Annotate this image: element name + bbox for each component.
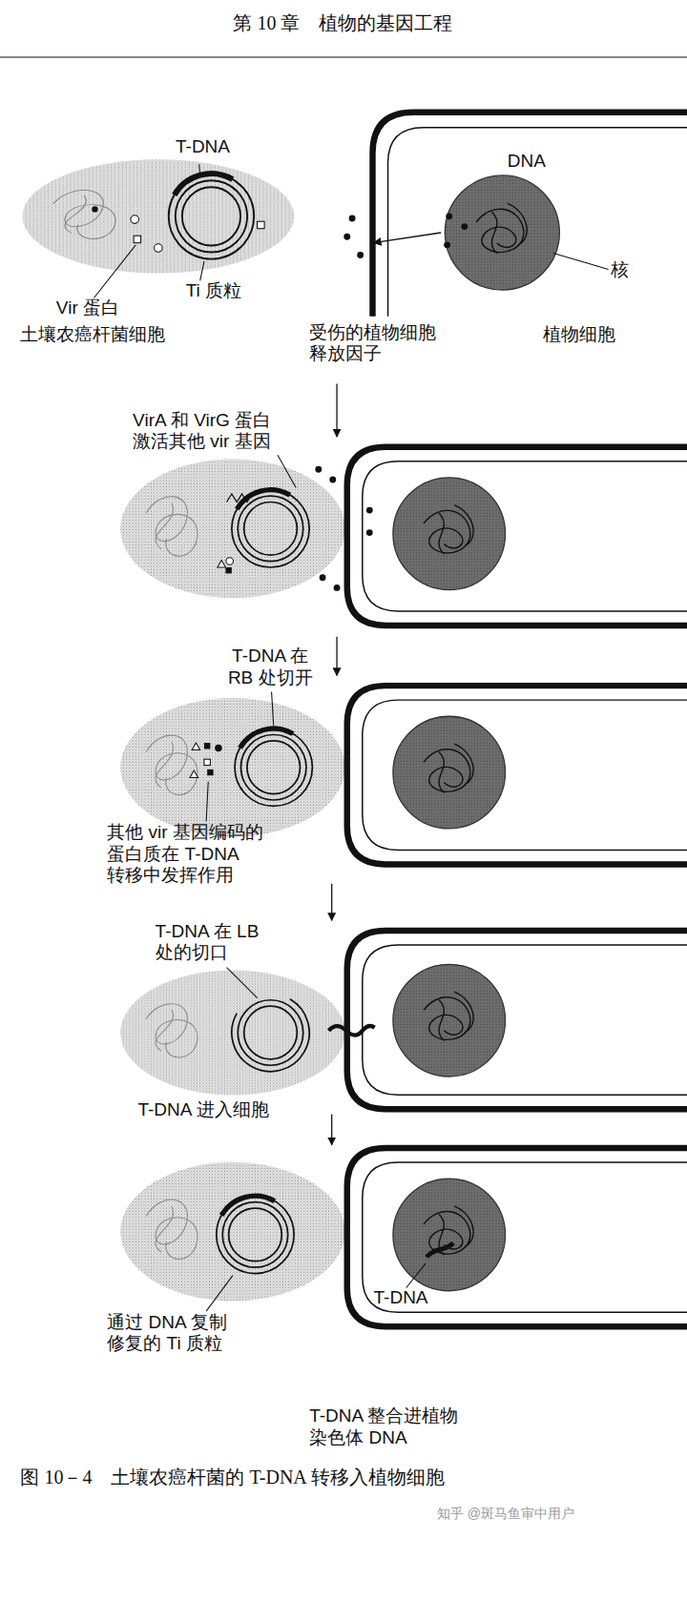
step-note: T-DNA 进入细胞 xyxy=(137,1100,269,1122)
part-label: 植物细胞 xyxy=(542,324,616,346)
part-label: Vir 蛋白 xyxy=(56,297,120,319)
step-note: 受伤的植物细胞 释放因子 xyxy=(309,322,455,366)
step-note: VirA 和 VirG 蛋白 激活其他 vir 基因 xyxy=(132,410,291,454)
part-label: 核 xyxy=(610,259,629,281)
watermark: 知乎 @斑马鱼审中用户 xyxy=(437,1506,575,1523)
part-label: T-DNA xyxy=(374,1288,429,1310)
step-note: T-DNA 在 LB 处的切口 xyxy=(155,921,272,965)
part-label: DNA xyxy=(507,150,546,172)
step-note: 通过 DNA 复制 修复的 Ti 质粒 xyxy=(106,1312,246,1356)
step-note: T-DNA 整合进植物 染色体 DNA xyxy=(309,1406,481,1450)
part-label: 土壤农癌杆菌细胞 xyxy=(20,324,166,346)
step-note: T-DNA 在 RB 处切开 xyxy=(222,645,318,689)
figure-caption: 图 10－4 土壤农癌杆菌的 T-DNA 转移入植物细胞 xyxy=(20,1467,444,1491)
part-label: Ti 质粒 xyxy=(186,280,242,302)
page-header: 第 10 章 植物的基因工程 xyxy=(232,12,453,36)
part-label: T-DNA xyxy=(175,136,230,158)
step-note: 其他 vir 基因编码的 蛋白质在 T-DNA 转移中发挥作用 xyxy=(106,822,308,887)
